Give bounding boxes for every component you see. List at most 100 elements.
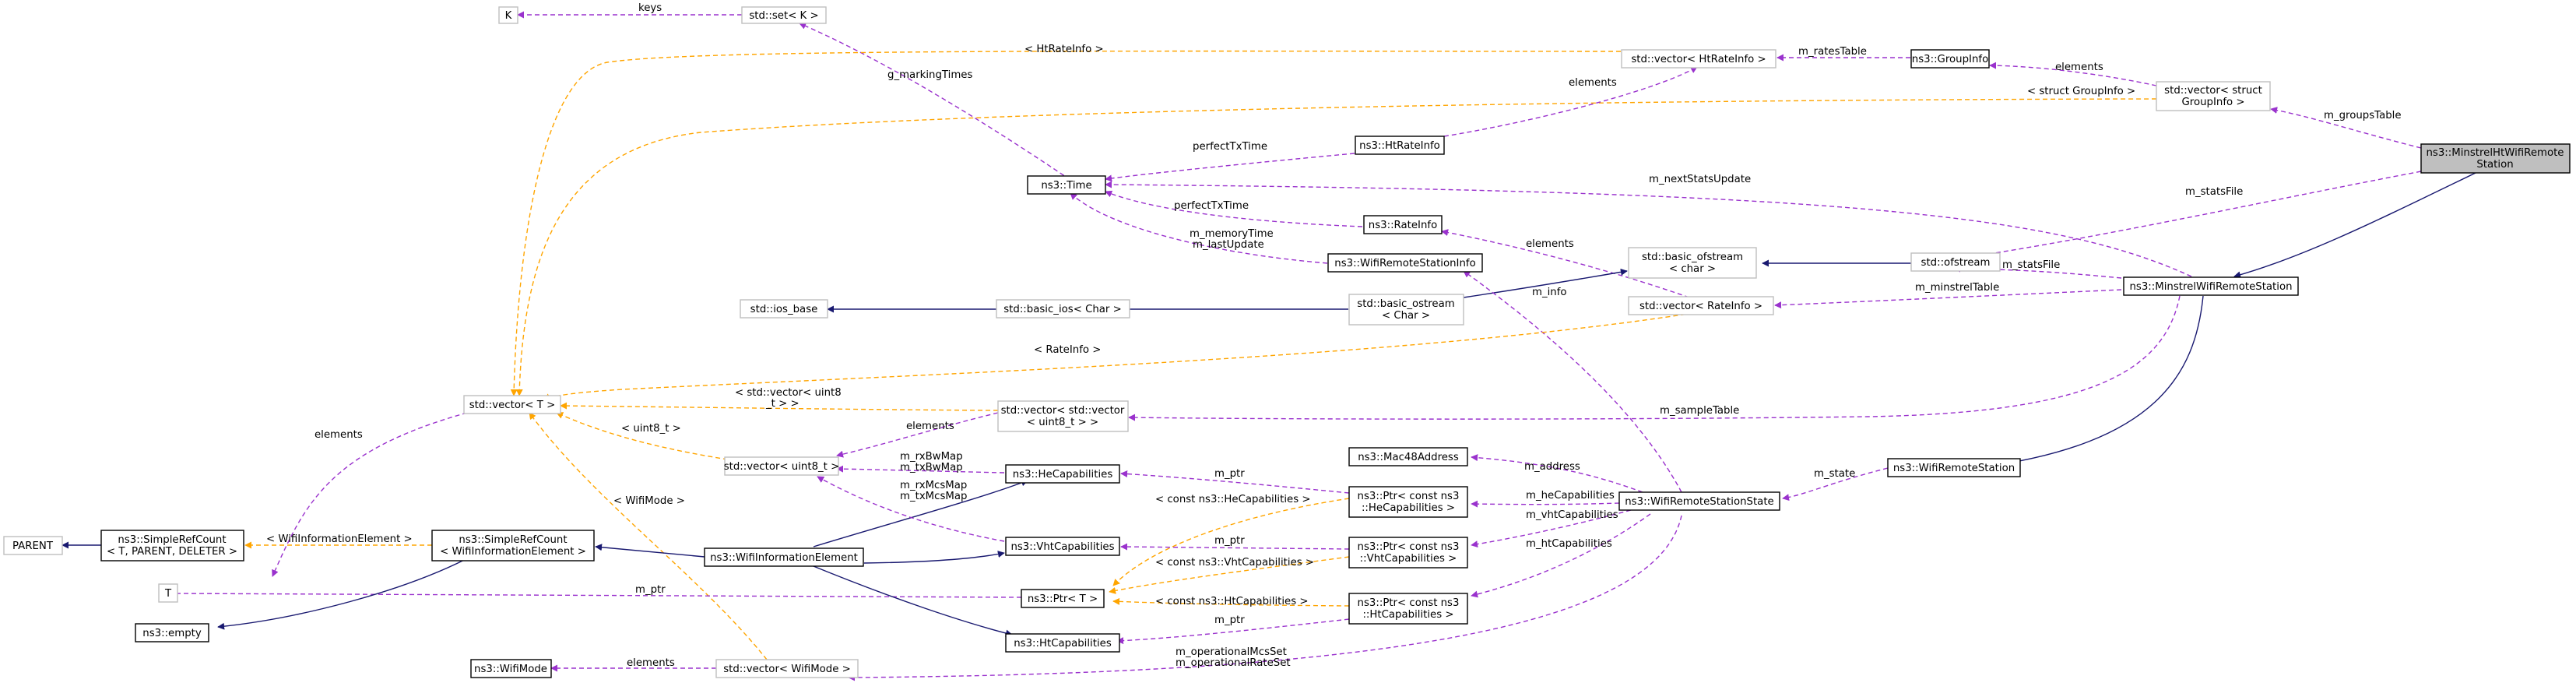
node-htrateinfo[interactable]: ns3::HtRateInfo xyxy=(1355,136,1445,155)
label-m-ptr-vht: m_ptr xyxy=(1214,535,1245,547)
node-ios-base-label: std::ios_base xyxy=(750,304,818,315)
node-mac48address[interactable]: ns3::Mac48Address xyxy=(1348,447,1468,466)
node-T-label: T xyxy=(164,588,172,600)
label-m-address: m_address xyxy=(1524,461,1580,473)
label-elements-rate: elements xyxy=(1526,238,1574,250)
node-set-k[interactable]: std::set< K > xyxy=(741,6,827,24)
node-wifiremotestationstate-label: ns3::WifiRemoteStationState xyxy=(1625,496,1773,508)
node-ofstream[interactable]: std::ofstream xyxy=(1910,252,2001,272)
node-htcapabilities-label: ns3::HtCapabilities xyxy=(1014,638,1112,650)
label-elements-t: elements xyxy=(315,429,363,441)
node-ptr-vht-label-2: ::VhtCapabilities > xyxy=(1360,553,1457,565)
node-K[interactable]: K xyxy=(498,6,518,24)
label-vhtcap-tpl: < const ns3::VhtCapabilities > xyxy=(1155,557,1314,569)
edge-wifimode-tpl xyxy=(529,412,768,660)
label-elements-htrate: elements xyxy=(1569,77,1617,89)
node-T[interactable]: T xyxy=(158,583,178,603)
node-parent[interactable]: PARENT xyxy=(3,536,63,555)
node-wifiremotestationstate[interactable]: ns3::WifiRemoteStationState xyxy=(1618,491,1780,511)
node-basic-ios[interactable]: std::basic_ios< Char > xyxy=(996,299,1130,319)
node-hecapabilities-label: ns3::HeCapabilities xyxy=(1013,469,1113,481)
node-wifiremotestation[interactable]: ns3::WifiRemoteStation xyxy=(1887,458,2021,477)
label-m-vhtCapabilities: m_vhtCapabilities xyxy=(1526,509,1618,521)
edge-inherit-hecap xyxy=(813,479,1028,547)
edges xyxy=(62,11,2476,681)
label-m-statsFile-top: m_statsFile xyxy=(2185,186,2243,198)
edge-m-bwmap xyxy=(836,465,1005,473)
node-wifimode[interactable]: ns3::WifiMode xyxy=(470,659,552,678)
edge-inherit-src-wie xyxy=(595,544,705,558)
label-m-txMcsMap: m_txMcsMap xyxy=(900,491,967,502)
node-vhtcapabilities-label: ns3::VhtCapabilities xyxy=(1010,541,1114,553)
node-vector-htrateinfo-label: std::vector< HtRateInfo > xyxy=(1631,54,1766,65)
edge-m-operational xyxy=(848,515,1682,681)
label-vec-uint8-tpl-1: < std::vector< uint8 xyxy=(735,387,842,399)
node-vector-t[interactable]: std::vector< T > xyxy=(463,395,561,414)
node-wifiinformationelement-label: ns3::WifiInformationElement xyxy=(710,552,858,564)
node-basic-ofstream-label-1: std::basic_ofstream xyxy=(1642,252,1743,263)
node-minstrel-wifiremotestation[interactable]: ns3::MinstrelWifiRemoteStation xyxy=(2123,276,2299,296)
node-simplerefcount-wie[interactable]: ns3::SimpleRefCount < WifiInformationEle… xyxy=(431,530,595,562)
node-vhtcapabilities[interactable]: ns3::VhtCapabilities xyxy=(1005,537,1120,556)
node-vector-vector-label-1: std::vector< std::vector xyxy=(1001,405,1125,417)
node-vector-uint8[interactable]: std::vector< uint8_t > xyxy=(724,456,840,476)
node-ios-base[interactable]: std::ios_base xyxy=(740,299,828,319)
node-simplerefcount-t-label-2: < T, PARENT, DELETER > xyxy=(107,546,237,558)
node-simplerefcount-wie-label-1: ns3::SimpleRefCount xyxy=(459,534,567,546)
label-m-nextStatsUpdate: m_nextStatsUpdate xyxy=(1649,174,1751,185)
node-wifiremotestationinfo[interactable]: ns3::WifiRemoteStationInfo xyxy=(1327,253,1483,273)
label-m-ptr-t: m_ptr xyxy=(635,584,666,596)
node-ptr-t-label: ns3::Ptr< T > xyxy=(1028,593,1098,605)
edge-uint8-tpl xyxy=(556,412,729,460)
node-ptr-t[interactable]: ns3::Ptr< T > xyxy=(1021,589,1105,608)
edge-struct-groupinfo-tpl xyxy=(515,98,2157,396)
edge-perfectTxTime-1 xyxy=(1105,153,1355,182)
label-g-markingTimes: g_markingTimes xyxy=(887,69,972,81)
node-basic-ofstream-label-2: < char > xyxy=(1669,263,1716,275)
node-htcapabilities[interactable]: ns3::HtCapabilities xyxy=(1005,633,1120,653)
edge-m-state xyxy=(1782,467,1889,502)
node-basic-ostream[interactable]: std::basic_ostream < Char > xyxy=(1348,294,1464,326)
node-vector-vector-uint8[interactable]: std::vector< std::vector < uint8_t > > xyxy=(997,400,1129,432)
node-vector-htrateinfo[interactable]: std::vector< HtRateInfo > xyxy=(1621,49,1776,69)
edge-m-ptr-ht xyxy=(1116,618,1350,645)
node-vector-struct-groupinfo[interactable]: std::vector< struct GroupInfo > xyxy=(2156,81,2271,111)
label-m-minstrelTable: m_minstrelTable xyxy=(1915,282,1999,294)
label-wie-tpl: < WifiInformationElement > xyxy=(266,533,413,545)
node-hecapabilities[interactable]: ns3::HeCapabilities xyxy=(1005,464,1120,484)
node-groupinfo-label: ns3::GroupInfo xyxy=(1912,54,1988,65)
node-ptr-hecapabilities[interactable]: ns3::Ptr< const ns3 ::HeCapabilities > xyxy=(1348,486,1468,518)
edge-m-vhtCapabilities xyxy=(1471,509,1632,548)
node-vector-wifimode[interactable]: std::vector< WifiMode > xyxy=(715,659,859,678)
edge-vec-uint8-tpl xyxy=(560,402,999,411)
node-time[interactable]: ns3::Time xyxy=(1027,175,1106,195)
node-vector-t-label: std::vector< T > xyxy=(469,400,556,411)
node-vector-rateinfo[interactable]: std::vector< RateInfo > xyxy=(1628,296,1774,315)
edge-inherit-minstrelht xyxy=(2233,172,2476,279)
node-simplerefcount-t[interactable]: ns3::SimpleRefCount < T, PARENT, DELETER… xyxy=(100,530,244,562)
label-m-operationalMcsSet: m_operationalMcsSet xyxy=(1176,646,1287,658)
label-m-info: m_info xyxy=(1532,287,1567,298)
label-htrateinfo-tpl: < HtRateInfo > xyxy=(1024,44,1104,55)
node-basic-ofstream[interactable]: std::basic_ofstream < char > xyxy=(1628,247,1757,279)
edge-m-statsFile-top xyxy=(1953,171,2422,262)
edge-m-info xyxy=(1463,270,1682,493)
label-m-state: m_state xyxy=(1814,468,1855,480)
node-empty[interactable]: ns3::empty xyxy=(135,623,209,642)
node-ptr-vhtcapabilities[interactable]: ns3::Ptr< const ns3 ::VhtCapabilities > xyxy=(1348,537,1468,569)
label-m-statsFile: m_statsFile xyxy=(2002,259,2060,271)
node-vector-wifimode-label: std::vector< WifiMode > xyxy=(723,664,851,675)
node-groupinfo[interactable]: ns3::GroupInfo xyxy=(1910,49,1990,69)
label-m-txBwMap: m_txBwMap xyxy=(900,462,963,473)
node-vector-struct-groupinfo-label-2: GroupInfo > xyxy=(2181,97,2244,108)
node-wifiinformationelement[interactable]: ns3::WifiInformationElement xyxy=(704,547,864,567)
node-minstrelht-wifiremotestation[interactable]: ns3::MinstrelHtWifiRemote Station xyxy=(2420,143,2571,174)
node-rateinfo[interactable]: ns3::RateInfo xyxy=(1363,215,1443,234)
node-ptr-htcapabilities[interactable]: ns3::Ptr< const ns3 ::HtCapabilities > xyxy=(1348,593,1468,625)
label-elements-group: elements xyxy=(2055,62,2103,73)
label-m-rxMcsMap: m_rxMcsMap xyxy=(900,480,967,491)
label-m-sampleTable: m_sampleTable xyxy=(1660,405,1739,417)
edge-inherit-vhtcap xyxy=(863,551,1005,564)
node-wifiremotestation-label: ns3::WifiRemoteStation xyxy=(1893,463,2015,474)
